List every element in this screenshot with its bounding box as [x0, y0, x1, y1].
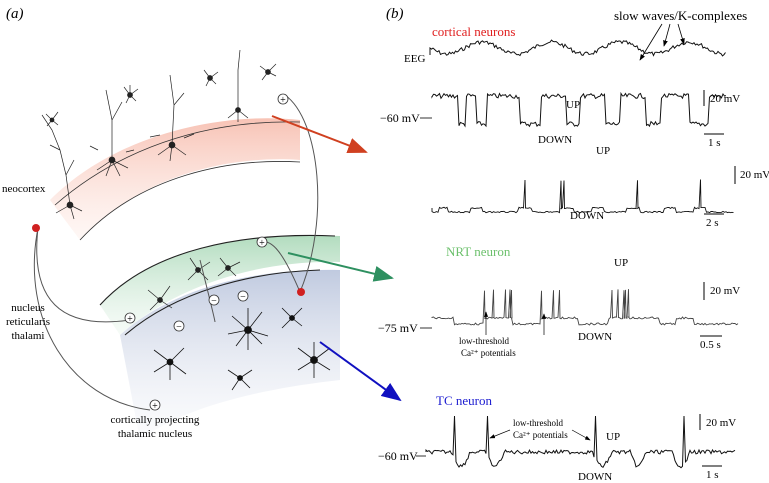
minus-sign: − [240, 292, 246, 303]
down-label-1: DOWN [538, 134, 572, 146]
thalamic-axon-origin [297, 288, 305, 296]
up-label-2: UP [596, 145, 610, 157]
tc-title: TC neuron [436, 393, 492, 408]
cortical-trace-1 [431, 91, 727, 128]
plus-sign: + [280, 95, 286, 106]
thalamic-neurons-sketch [153, 307, 331, 391]
nrt-title: NRT neuron [446, 244, 511, 259]
slow-waves-label: slow waves/K-complexes [614, 8, 747, 23]
nrt-trace [431, 289, 739, 326]
plus-sign: + [259, 238, 265, 249]
slow-wave-pointer-1 [639, 23, 663, 61]
scale-20mv-1: 20 mV [710, 93, 740, 105]
scale-1s-2: 1 s [706, 469, 719, 481]
thalamus-edge [124, 269, 321, 336]
vm-label-nrt: −75 mV [378, 321, 418, 335]
slow-wave-pointer-2 [663, 23, 671, 47]
synapse-signs: + + + − − − + [124, 93, 289, 412]
cortical-neurons-sketch [41, 49, 277, 220]
nrt-edge [99, 234, 336, 306]
plus-sign: + [127, 314, 133, 325]
thalamic-label-2: thalamic nucleus [118, 428, 192, 440]
connection-thalamic-left [33, 227, 151, 411]
plus-sign: + [152, 401, 158, 412]
scale-20mv-4: 20 mV [706, 417, 736, 429]
tc-trace [425, 415, 736, 469]
eeg-trace [429, 39, 726, 57]
nrt-label-1: nucleus [11, 302, 45, 314]
up-label-3: UP [614, 257, 628, 269]
lt-ca-pointer-3 [489, 429, 511, 439]
down-label-4: DOWN [578, 471, 612, 483]
connection-cortex-right [284, 94, 319, 293]
arrow-to-nrt [287, 252, 394, 282]
up-label-1: UP [566, 99, 580, 111]
nrt-label-3: thalami [12, 330, 45, 342]
up-label-4: UP [606, 431, 620, 443]
slow-wave-pointer-3 [677, 23, 685, 45]
lt-ca-label-2b: Ca²⁺ potentials [513, 430, 568, 440]
down-label-3: DOWN [578, 331, 612, 343]
minus-sign: − [176, 322, 182, 333]
panel-b-label: (b) [386, 6, 404, 22]
nrt-band [100, 235, 340, 335]
vm-label-tc: −60 mV [378, 449, 418, 463]
scale-2s: 2 s [706, 217, 719, 229]
scale-20mv-3: 20 mV [710, 285, 740, 297]
panel-a-label: (a) [6, 6, 24, 22]
cortex-edge-lower [79, 161, 301, 241]
cortical-axon-origin [32, 224, 40, 232]
neocortex-label: neocortex [2, 183, 46, 195]
scale-20mv-2: 20 mV [740, 169, 769, 181]
cortical-title: cortical neurons [432, 24, 515, 39]
connections [33, 94, 319, 411]
thalamic-label-1: cortically projecting [111, 414, 200, 426]
lt-ca-pointer-4 [571, 429, 591, 441]
connection-nrt-left [36, 227, 131, 323]
cortex-band [50, 118, 300, 240]
down-label-2: DOWN [570, 210, 604, 222]
arrow-to-tc [319, 341, 402, 402]
thalamus-band [120, 269, 340, 440]
vm-label-cortical: −60 mV [380, 111, 420, 125]
nrt-neurons-sketch [147, 257, 241, 311]
lt-ca-label-1b: Ca²⁺ potentials [461, 348, 516, 358]
scale-05s: 0.5 s [700, 339, 721, 351]
arrow-to-cortical [271, 115, 368, 154]
eeg-label: EEG [404, 53, 425, 65]
scale-1s-1: 1 s [708, 137, 721, 149]
connection-nrt-inhib [199, 259, 216, 323]
nrt-label-2: reticularis [6, 316, 50, 328]
lt-ca-label-2a: low-threshold [513, 418, 563, 428]
lt-ca-label-1a: low-threshold [459, 336, 509, 346]
minus-sign: − [211, 296, 217, 307]
cortical-trace-2 [431, 179, 734, 214]
cortex-edge [54, 121, 301, 206]
